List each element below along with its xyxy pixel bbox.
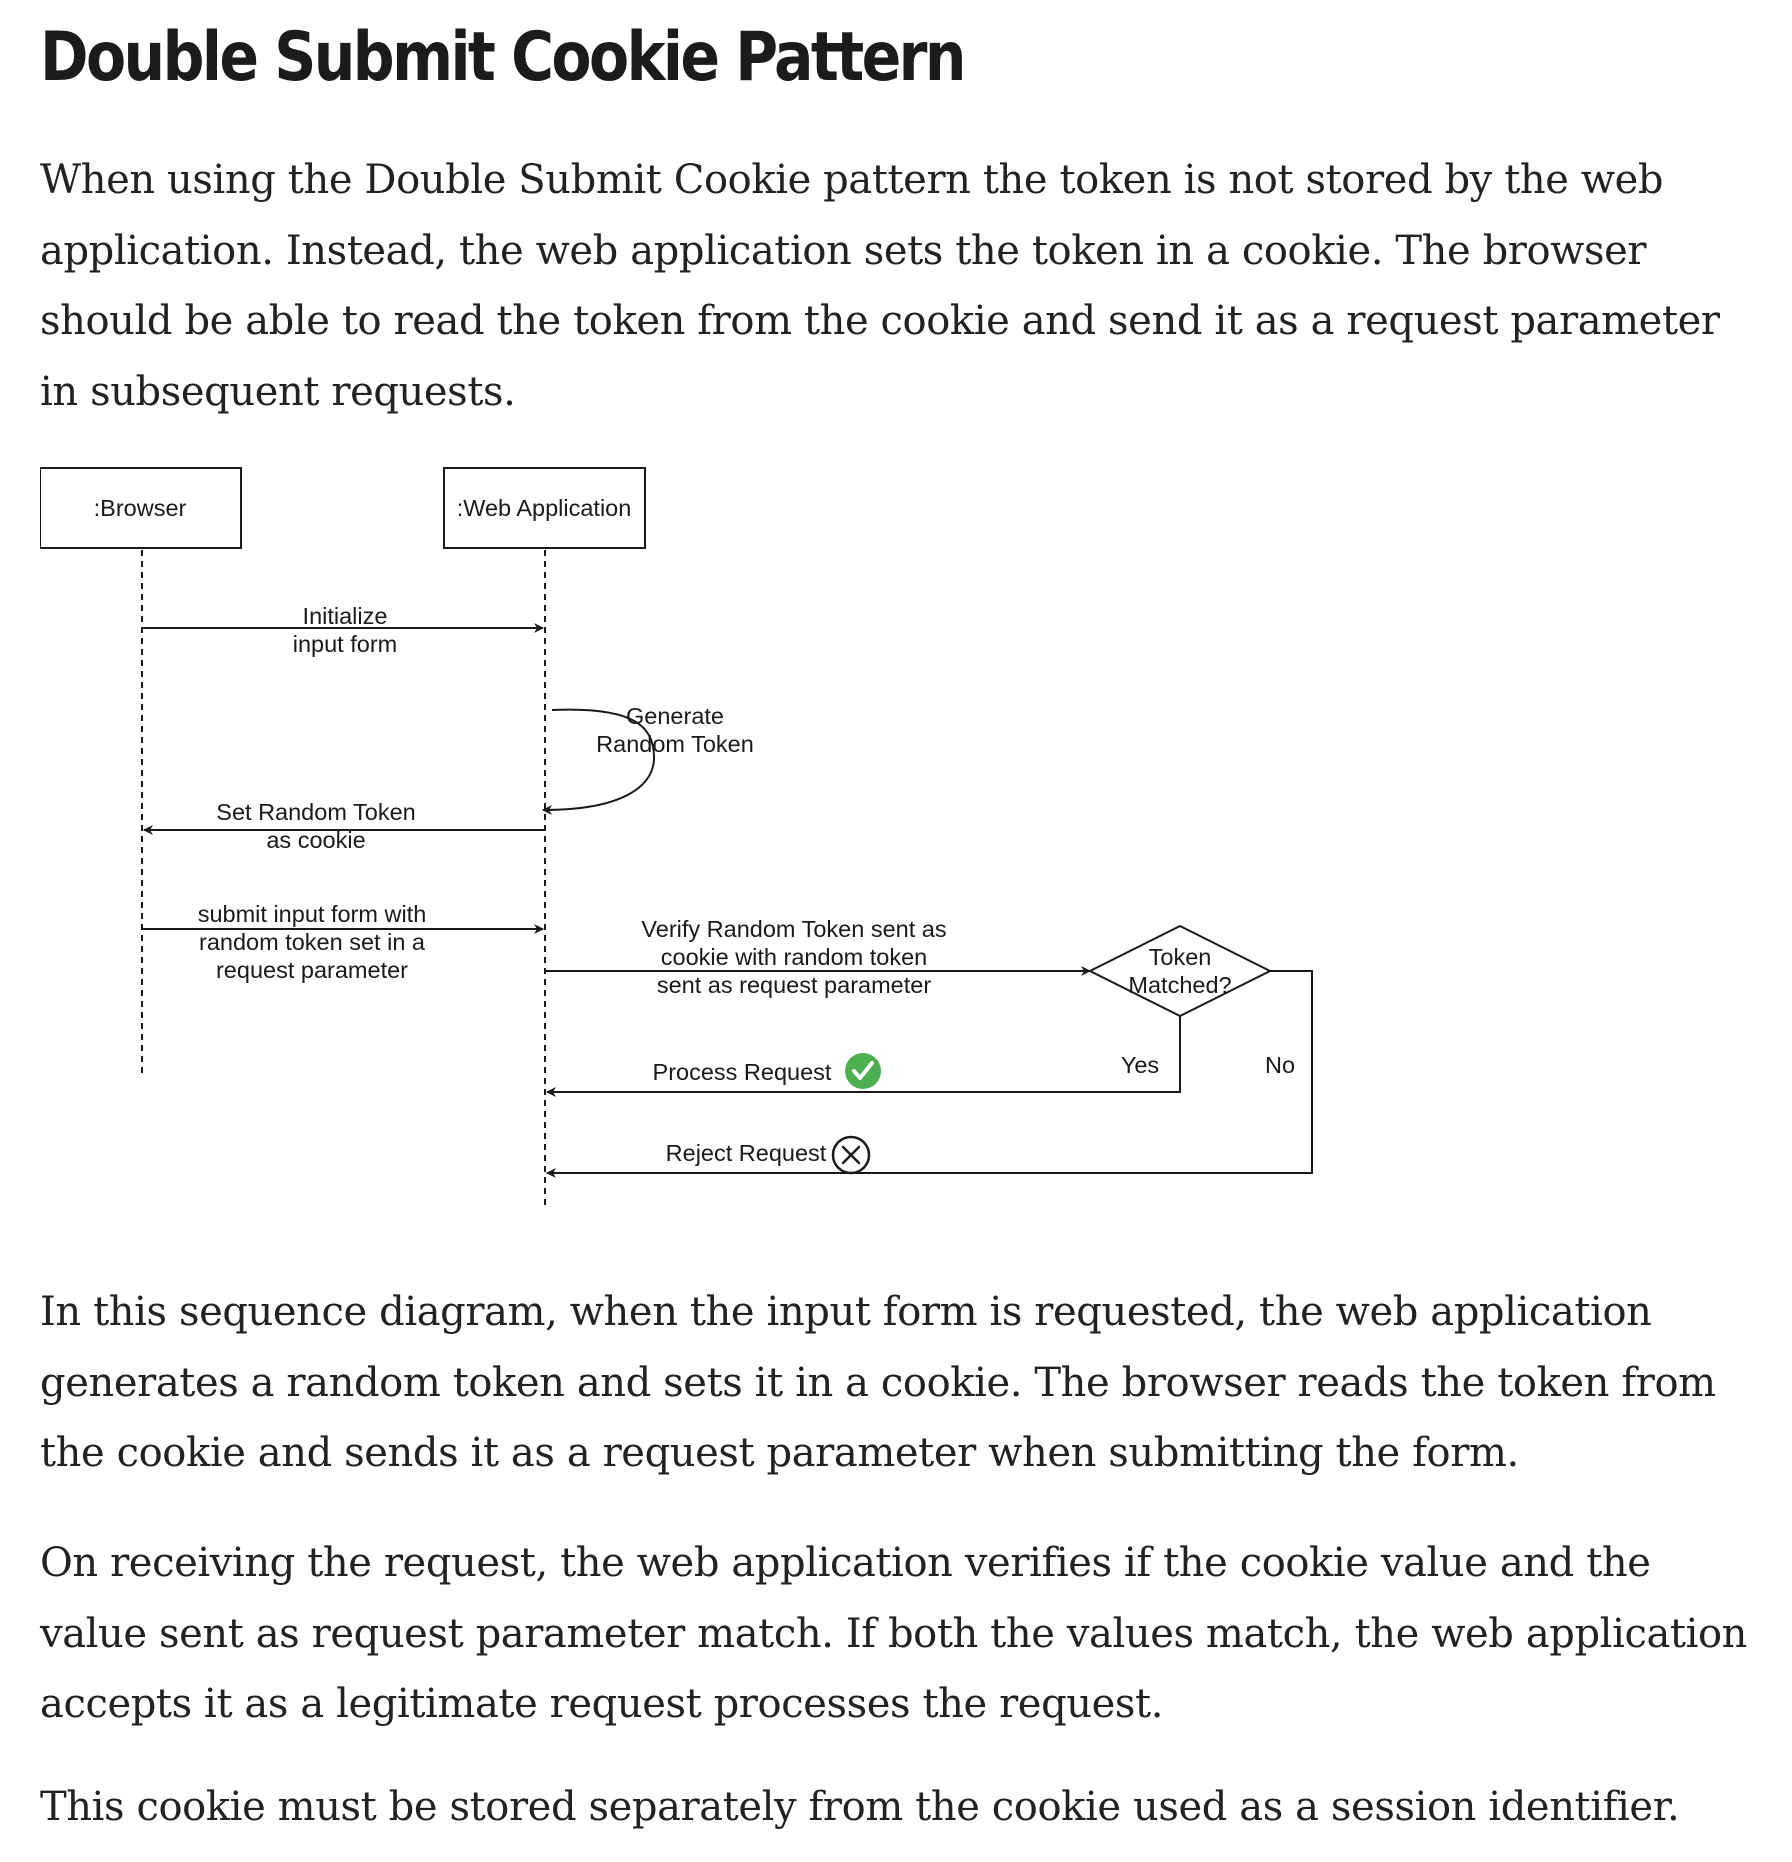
sequence-diagram: :Browser :Web Application Initialize inp… bbox=[40, 467, 1313, 1210]
message-verify-label-1: Verify Random Token sent as bbox=[641, 916, 946, 942]
message-process-label: Process Request bbox=[653, 1059, 832, 1085]
message-reject-label: Reject Request bbox=[666, 1140, 827, 1166]
message-submit-label-3: request parameter bbox=[216, 957, 408, 983]
message-set-cookie-label-1: Set Random Token bbox=[216, 799, 415, 825]
no-label: No bbox=[1265, 1052, 1295, 1078]
page-title: Double Submit Cookie Pattern bbox=[40, 18, 967, 97]
message-initialize-label-1: Initialize bbox=[303, 603, 388, 629]
participant-browser: :Browser bbox=[40, 467, 242, 549]
yes-branch-arrow bbox=[546, 1016, 1181, 1097]
participant-web-application-label: :Web Application bbox=[457, 495, 632, 521]
participant-browser-label: :Browser bbox=[94, 495, 187, 521]
body-paragraph: This cookie must be stored separately fr… bbox=[40, 1784, 1680, 1830]
check-circle-icon bbox=[845, 1053, 881, 1089]
decision-token-matched: Token Matched? bbox=[1087, 924, 1273, 1018]
message-initialize-label-2: input form bbox=[293, 631, 398, 657]
participant-web-application: :Web Application bbox=[443, 467, 646, 549]
no-branch-arrow bbox=[546, 970, 1313, 1178]
message-verify-label-3: sent as request parameter bbox=[657, 972, 931, 998]
intro-paragraph: When using the Double Submit Cookie patt… bbox=[40, 157, 1720, 415]
message-set-cookie-label-2: as cookie bbox=[266, 827, 365, 853]
message-verify-label-2: cookie with random token bbox=[661, 944, 927, 970]
message-submit-label-1: submit input form with bbox=[198, 901, 427, 927]
yes-label: Yes bbox=[1121, 1052, 1159, 1078]
message-generate-label-2: Random Token bbox=[596, 731, 754, 757]
body-paragraph: In this sequence diagram, when the input… bbox=[40, 1289, 1716, 1476]
message-generate-loop bbox=[542, 708, 656, 815]
message-submit-label-2: random token set in a bbox=[199, 929, 426, 955]
body-paragraph: On receiving the request, the web applic… bbox=[40, 1540, 1748, 1727]
x-circle-icon bbox=[831, 1135, 871, 1175]
decision-label-2: Matched? bbox=[1128, 972, 1231, 998]
decision-label-1: Token bbox=[1149, 944, 1212, 970]
message-generate-label-1: Generate bbox=[626, 703, 724, 729]
